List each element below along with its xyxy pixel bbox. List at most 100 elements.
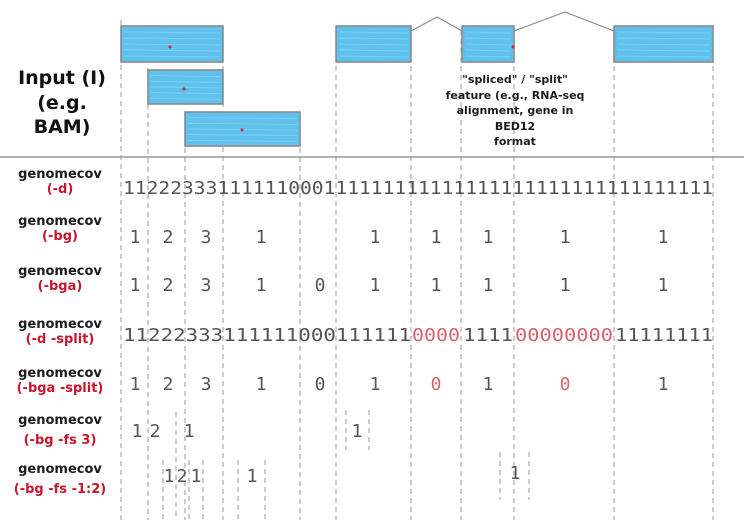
coverage-value: 2 xyxy=(163,227,174,248)
coverage-value: 1 xyxy=(352,421,363,442)
depth-digits: 0000 xyxy=(412,325,460,346)
coverage-value: 0 xyxy=(315,374,326,395)
read-hatch xyxy=(464,49,512,52)
coverage-value: 1 xyxy=(658,275,669,296)
input-label-line2: (e.g. BAM) xyxy=(33,91,91,139)
read-hatch xyxy=(150,86,221,89)
depth-digits: 00000000 xyxy=(515,325,613,346)
coverage-value: 1 xyxy=(256,374,267,395)
coverage-value: 1 xyxy=(370,227,381,248)
coverage-value: 0 xyxy=(315,275,326,296)
coverage-value: 0 xyxy=(560,374,571,395)
read-marker xyxy=(240,128,244,132)
coverage-value: 1 xyxy=(132,421,143,442)
coverage-value: 1 xyxy=(483,374,494,395)
coverage-value: 2 xyxy=(163,275,174,296)
row-label-tool: genomecov xyxy=(18,317,102,332)
coverage-value: 1 xyxy=(658,227,669,248)
coverage-value: 1 xyxy=(130,374,141,395)
coverage-value: 1 xyxy=(370,275,381,296)
coverage-value: 1 xyxy=(256,227,267,248)
coverage-value: 1 xyxy=(658,374,669,395)
read-hatch xyxy=(150,75,221,78)
coverage-value: 1 xyxy=(191,466,202,487)
row-label-d-split: genomecov (-d -split) xyxy=(4,317,116,348)
coverage-value: 1 xyxy=(431,275,442,296)
coverage-value: 1 xyxy=(483,275,494,296)
read-hatch xyxy=(123,43,221,46)
read-hatch xyxy=(187,122,298,125)
read-hatch xyxy=(338,31,409,34)
depth-digits: 1111 xyxy=(463,325,513,346)
coverage-value: 2 xyxy=(150,421,161,442)
coverage-value: 1 xyxy=(431,227,442,248)
feature-note-line2: feature (e.g., RNA-seq xyxy=(445,88,585,102)
row-label-option: (-bg -fs 3) xyxy=(23,433,97,449)
input-label-line1: Input (I) xyxy=(18,67,106,89)
coverage-value: 1 xyxy=(247,466,258,487)
read-marker xyxy=(168,45,172,49)
row-label-option: (-bga) xyxy=(37,278,83,294)
read-hatch xyxy=(338,55,409,58)
coverage-value: 2 xyxy=(163,374,174,395)
read-hatch xyxy=(616,43,711,46)
coverage-value: 2 xyxy=(177,466,188,487)
read-hatch xyxy=(338,43,409,46)
coverage-value: 3 xyxy=(201,374,212,395)
read-hatch xyxy=(187,117,298,120)
row-label-tool: genomecov xyxy=(18,264,102,279)
depth-digits: 11111111 xyxy=(615,325,713,346)
row-label-option: (-d) xyxy=(46,181,74,197)
read-hatch xyxy=(616,31,711,34)
coverage-value: 3 xyxy=(201,275,212,296)
read-hatch xyxy=(464,43,512,46)
feature-note: "spliced" / "split" feature (e.g., RNA-s… xyxy=(440,72,590,150)
read-hatch xyxy=(616,49,711,52)
row-label-bg-fs3: genomecov (-bg -fs 3) xyxy=(4,411,116,451)
coverage-value: 1 xyxy=(130,227,141,248)
read-hatch xyxy=(464,31,512,34)
read-hatch xyxy=(150,80,221,83)
coverage-value: 1 xyxy=(560,275,571,296)
read-hatch xyxy=(338,49,409,52)
coverage-value: 1 xyxy=(256,275,267,296)
read-hatch xyxy=(123,49,221,52)
coverage-value: 1 xyxy=(370,374,381,395)
row-label-tool: genomecov xyxy=(18,167,102,182)
coverage-value: 3 xyxy=(201,227,212,248)
row-label-option: (-d -split) xyxy=(25,331,95,347)
read-hatch xyxy=(123,37,221,40)
row-label-tool: genomecov xyxy=(18,462,102,477)
coverage-value: 1 xyxy=(560,227,571,248)
row-label-bg: genomecov (-bg) xyxy=(4,214,116,245)
read-hatch xyxy=(123,31,221,34)
read-hatch xyxy=(187,134,298,137)
intron-line-1 xyxy=(410,16,463,32)
read-hatch xyxy=(338,37,409,40)
coverage-value: 1 xyxy=(164,466,175,487)
row-label-tool: genomecov xyxy=(18,214,102,229)
read-hatch xyxy=(123,55,221,58)
row-label-bga-split: genomecov (-bga -split) xyxy=(4,366,116,397)
read-hatch xyxy=(464,55,512,58)
depth-digits: 11222333111111000111111 xyxy=(123,325,411,346)
feature-note-line1: "spliced" / "split" xyxy=(462,73,568,86)
read-hatch xyxy=(616,37,711,40)
read-hatch xyxy=(150,92,221,95)
depth-digits: 1122233311111100011111111111111111111111… xyxy=(123,178,713,199)
read-hatch xyxy=(187,139,298,142)
feature-note-line3: alignment, gene in BED12 xyxy=(456,104,574,133)
coverage-value: 1 xyxy=(510,463,521,484)
row-label-tool: genomecov xyxy=(18,366,102,381)
row-label-bg-fs-12: genomecov (-bg -fs -1:2) xyxy=(4,460,116,500)
coverage-value: 1 xyxy=(483,227,494,248)
intron-line-2 xyxy=(513,11,615,32)
row-label-bga: genomecov (-bga) xyxy=(4,264,116,295)
read-hatch xyxy=(464,37,512,40)
read-marker xyxy=(182,87,186,91)
read-hatch xyxy=(616,55,711,58)
row-label-tool: genomecov xyxy=(18,413,102,428)
coverage-value: 1 xyxy=(130,275,141,296)
coverage-value: 1 xyxy=(184,421,195,442)
